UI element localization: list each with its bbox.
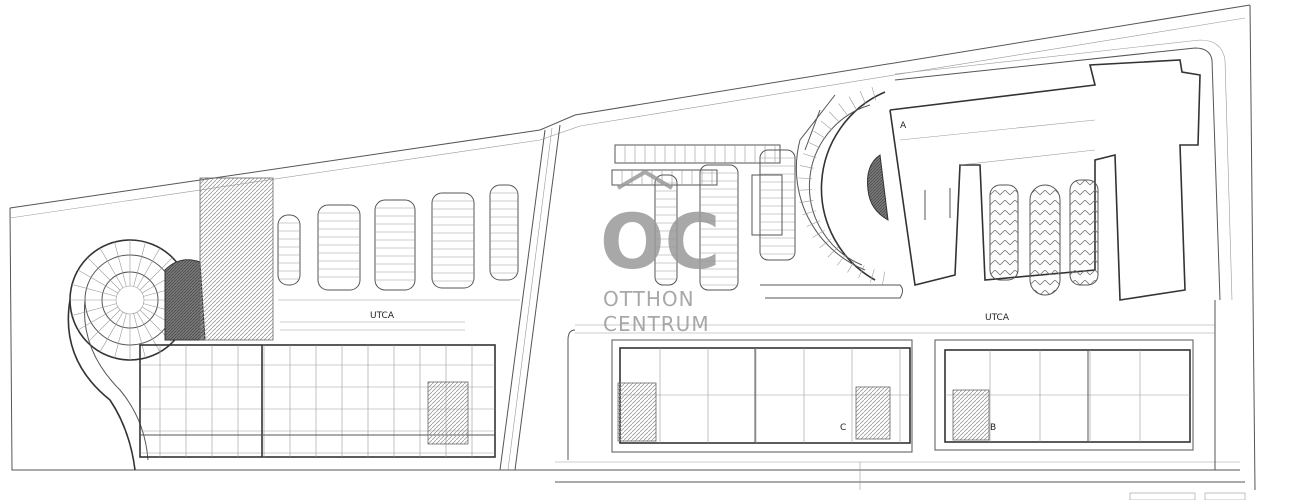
watermark-line1: OTTHON (603, 287, 695, 311)
watermark-line2: CENTRUM (603, 312, 710, 336)
building-label-c: C (840, 423, 846, 433)
left-hatched-block (427, 381, 469, 445)
street-label-right: UTCA (985, 313, 1010, 323)
arc-dark-core (867, 154, 889, 221)
arc-building (795, 86, 889, 286)
right-parking-rows (611, 144, 796, 291)
top-right-road (894, 39, 1233, 301)
roof-icon (616, 169, 674, 190)
legend (1129, 492, 1246, 500)
building-label-b: B (990, 423, 996, 433)
bottom-road (135, 461, 1245, 490)
small-structures (751, 174, 951, 299)
street-label-left: UTCA (370, 311, 395, 321)
otthon-centrum-watermark: OC OTTHON CENTRUM (600, 169, 720, 336)
watermark-monogram: OC (600, 197, 720, 286)
c-hatched-block-left (617, 382, 657, 442)
building-b: B (934, 339, 1194, 451)
b-hatched-block (952, 389, 990, 441)
left-building: UTCA (139, 311, 496, 458)
c-hatched-block-right (855, 386, 891, 440)
hatched-strip (199, 177, 274, 341)
left-parking-aisles (277, 184, 520, 301)
dark-hatched-core (164, 259, 206, 341)
building-label-a: A (900, 121, 907, 131)
left-building-grid (140, 345, 495, 457)
central-road (499, 124, 561, 471)
chevron-parking (989, 179, 1099, 296)
right-lower-frontage: UTCA (567, 300, 1216, 470)
arc-ticks (798, 86, 886, 286)
building-a: A (889, 59, 1201, 301)
building-c: C (611, 339, 913, 453)
